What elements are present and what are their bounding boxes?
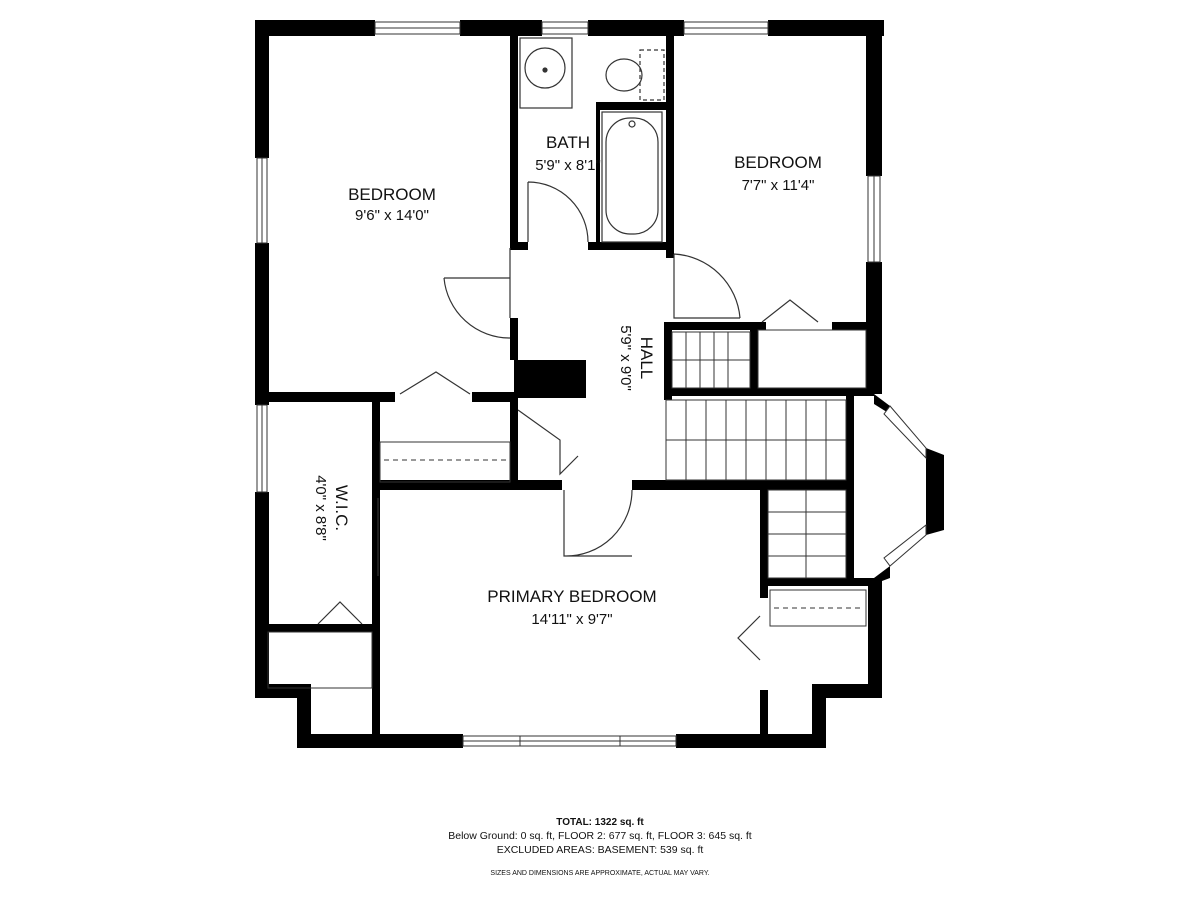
bath-door xyxy=(527,181,589,243)
bedroom-door xyxy=(673,253,741,319)
footer-total: TOTAL: 1322 sq. ft xyxy=(556,817,644,828)
doors xyxy=(317,181,819,661)
closets xyxy=(267,329,867,689)
room-size: 9'6" x 14'0" xyxy=(355,207,429,224)
stairs xyxy=(665,331,847,579)
room-size: 7'7" x 11'4" xyxy=(742,177,815,194)
closet-door xyxy=(517,409,579,476)
room-name: BEDROOM xyxy=(348,185,436,204)
interior-walls xyxy=(255,20,882,738)
window xyxy=(883,523,927,567)
room-size: 4'0" x 8'8" xyxy=(312,475,329,541)
room-bedroom-right: BEDROOM 7'7" x 11'4" xyxy=(734,153,822,194)
room-size: 14'11" x 9'7" xyxy=(531,611,612,628)
window xyxy=(883,405,927,460)
room-name: BATH xyxy=(546,133,590,152)
footer-excluded: EXCLUDED AREAS: BASEMENT: 539 sq. ft xyxy=(496,844,704,856)
room-name: W.I.C. xyxy=(332,485,351,531)
room-bedroom-left: BEDROOM 9'6" x 14'0" xyxy=(348,185,436,224)
sink xyxy=(519,37,573,109)
room-hall: HALL 5'9" x 9'0" xyxy=(617,325,656,391)
closet-door xyxy=(399,371,471,395)
room-name: PRIMARY BEDROOM xyxy=(487,587,656,606)
bedroom-door xyxy=(443,277,511,339)
primary-door xyxy=(563,489,633,557)
room-size: 5'9" x 8'1" xyxy=(535,157,601,174)
closet-door xyxy=(737,615,761,661)
room-name: BEDROOM xyxy=(734,153,822,172)
room-wic: W.I.C. 4'0" x 8'8" xyxy=(312,475,351,541)
room-bath: BATH 5'9" x 8'1" xyxy=(535,133,601,174)
bath-fixtures xyxy=(519,37,665,243)
room-size: 5'9" x 9'0" xyxy=(617,325,634,391)
toilet-tank xyxy=(639,49,665,101)
toilet-bowl xyxy=(605,58,643,92)
room-primary-bedroom: PRIMARY BEDROOM 14'11" x 9'7" xyxy=(487,587,656,628)
bathtub xyxy=(601,111,663,243)
footer-disclaimer: SIZES AND DIMENSIONS ARE APPROXIMATE, AC… xyxy=(490,870,710,877)
closet-door xyxy=(761,299,819,323)
closet-door xyxy=(317,601,363,625)
windows xyxy=(256,21,927,747)
footer-floors: Below Ground: 0 sq. ft, FLOOR 2: 677 sq.… xyxy=(448,830,752,842)
room-name: HALL xyxy=(637,337,656,380)
